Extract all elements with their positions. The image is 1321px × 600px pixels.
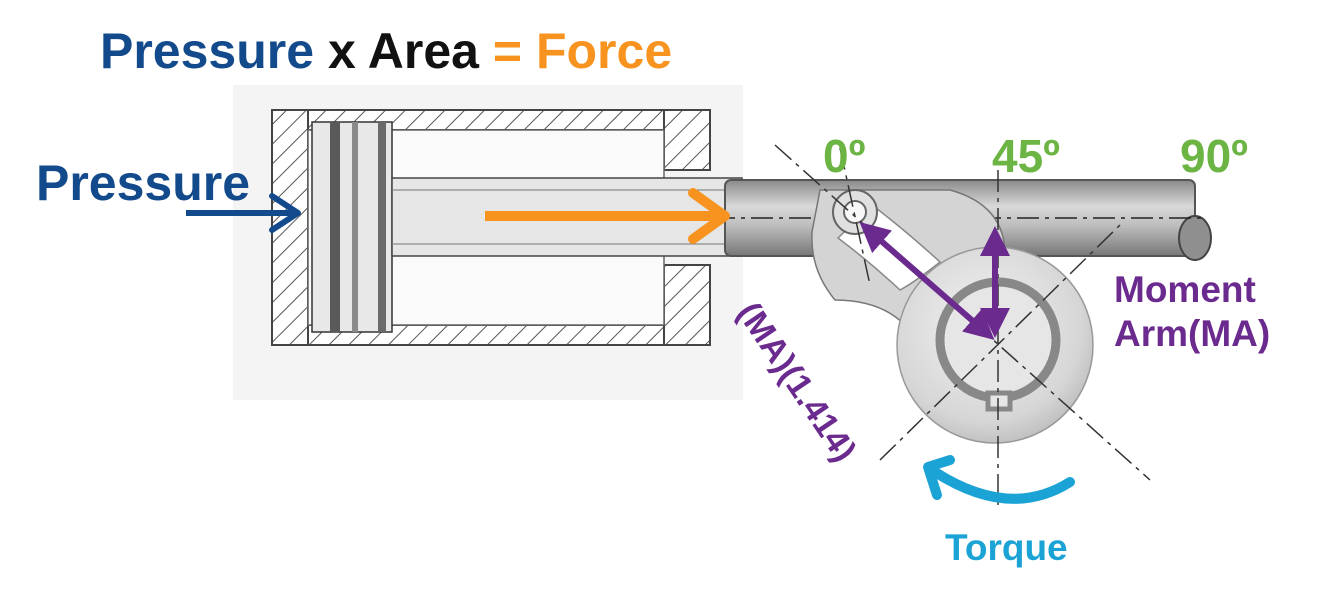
pressure-label: Pressure [36,155,251,211]
formula-title: Pressure x Area = Force [100,26,672,76]
formula-pressure: Pressure [100,23,315,79]
diagonal-centerline [774,144,1151,481]
hydraulic-cylinder [271,109,743,346]
diagonal-moment-arm-arrow [859,222,995,340]
moment-arm-label: Moment Arm(MA) [1114,268,1270,355]
cylinder-gland-top [663,109,711,171]
cross-centerline [879,224,1121,461]
rack-rod-end [1178,215,1212,261]
cylinder-gland-bottom [663,264,711,346]
torque-arrow [923,455,1075,504]
torque-label: Torque [945,527,1068,568]
formula-equals: = [478,23,536,79]
formula-force: Force [535,23,673,79]
pinion-keyway [985,390,1013,412]
moment-arm-label-line1: Moment [1114,269,1256,310]
force-arrow [485,188,730,244]
piston-seal-2 [352,122,358,332]
piston-seal [330,122,340,332]
angle-45-label: 45º [992,130,1060,182]
piston-seal-3 [378,122,386,332]
angle-0-label: 0º [823,130,866,182]
moment-arm-label-line2: Arm(MA) [1114,312,1271,354]
formula-times: x [314,23,368,79]
angle-90-label: 90º [1180,130,1248,182]
formula-area: Area [367,23,479,79]
pressure-arrow [186,193,301,233]
